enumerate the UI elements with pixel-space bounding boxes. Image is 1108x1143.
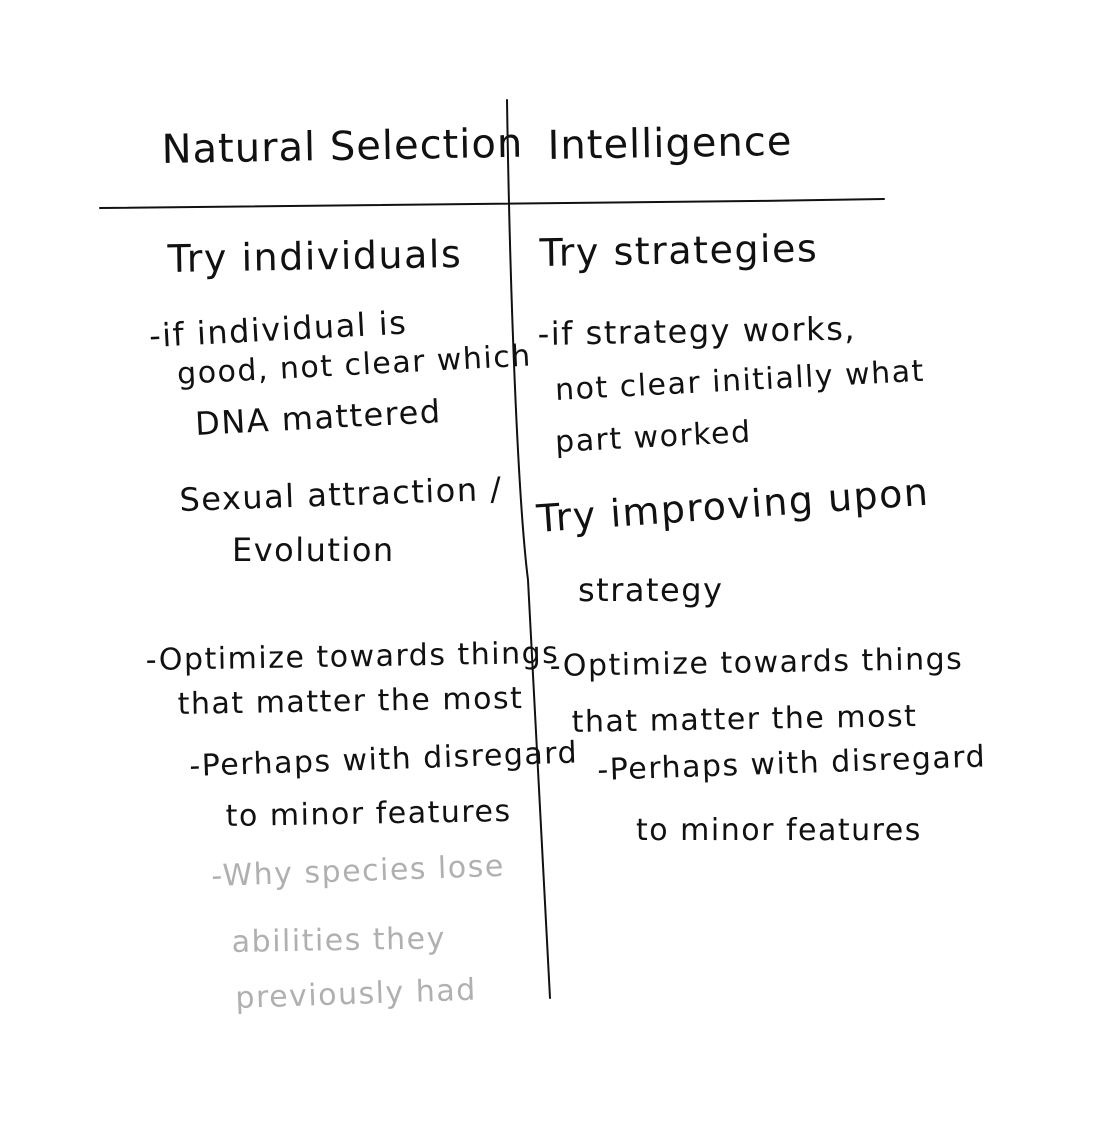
right-item-improving-line2: strategy	[578, 571, 724, 609]
left-item-perhaps-line2: to minor features	[225, 794, 512, 834]
header-divider-line	[99, 198, 885, 209]
right-item-optimize-line2: that matter the most	[571, 698, 918, 740]
left-item-optimize-line2: that matter the most	[177, 680, 524, 722]
right-item-optimize-line1: -Optimize towards things	[549, 641, 964, 684]
header-intelligence: Intelligence	[547, 118, 793, 169]
right-item-strategy-works-line1: -if strategy works,	[537, 309, 857, 353]
left-item-optimize-line1: -Optimize towards things	[145, 635, 560, 678]
header-natural-selection: Natural Selection	[161, 120, 524, 173]
left-item-why-species-line3: previously had	[234, 972, 478, 1016]
left-item-sexual-attraction-line2: Evolution	[232, 531, 395, 569]
right-item-perhaps-line2: to minor features	[636, 813, 922, 848]
left-item-why-species-line2: abilities they	[231, 921, 447, 960]
left-item-try-individuals: Try individuals	[167, 231, 463, 281]
column-divider-line	[506, 99, 551, 999]
right-item-try-strategies: Try strategies	[539, 226, 819, 275]
